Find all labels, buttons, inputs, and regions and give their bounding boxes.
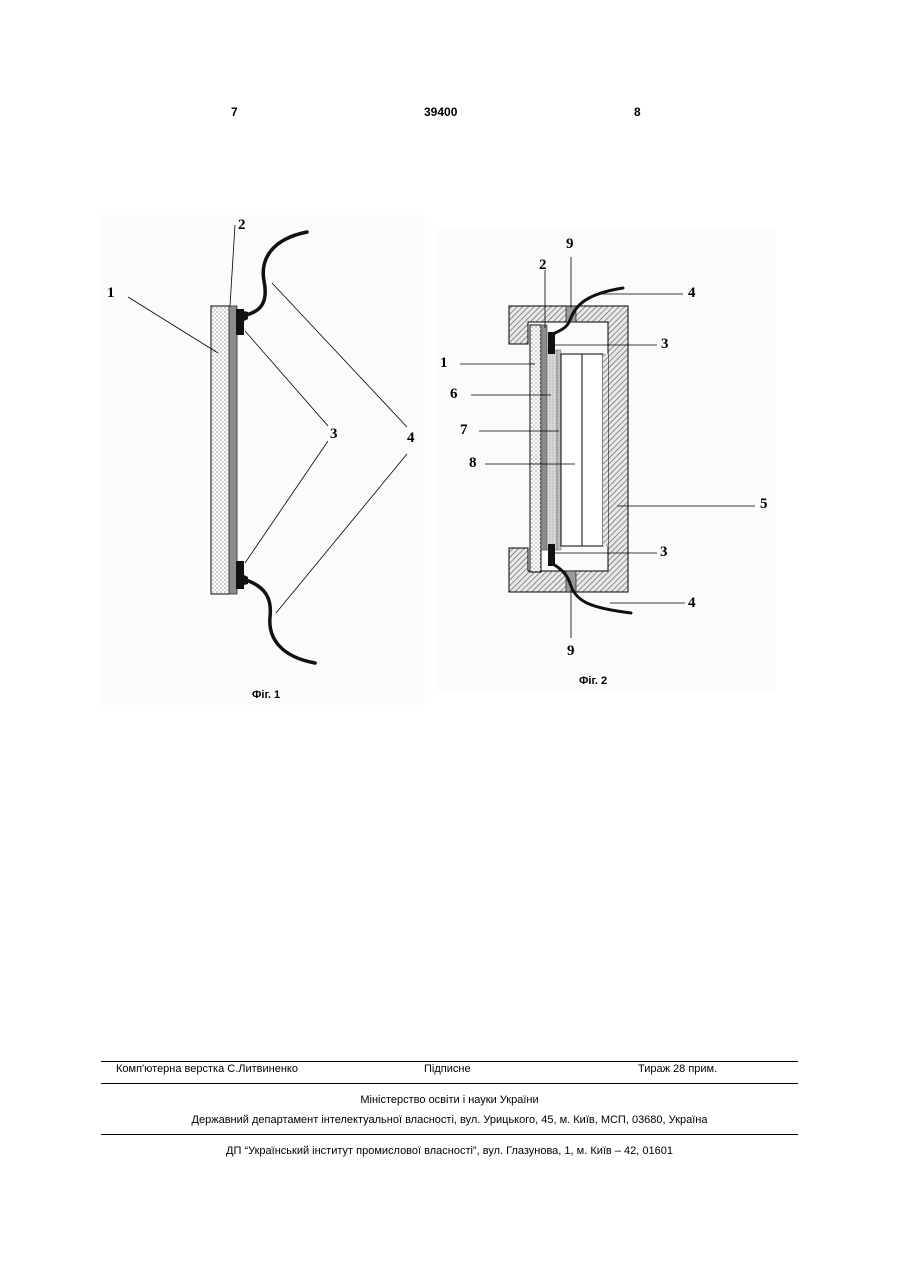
page-number-right: 8 xyxy=(634,105,641,119)
fig2-label-3-top: 3 xyxy=(661,336,669,353)
conductive-film xyxy=(541,325,547,550)
footer-rule-bottom xyxy=(101,1134,798,1135)
fig2-label-9-top: 9 xyxy=(566,236,574,253)
bottom-contact xyxy=(548,544,555,566)
fig2-label-4-bottom: 4 xyxy=(688,595,696,612)
fig2-label-3-bottom: 3 xyxy=(660,544,668,561)
figure-2-caption: Фіг. 2 xyxy=(579,675,607,687)
department-line: Державний департамент інтелектуальної вл… xyxy=(101,1114,798,1126)
footer-rule-middle xyxy=(101,1083,798,1084)
fig2-label-7: 7 xyxy=(460,422,468,439)
conductive-film xyxy=(229,306,237,594)
figure-1-caption: Фіг. 1 xyxy=(252,689,280,701)
fig2-label-6: 6 xyxy=(450,386,458,403)
fig2-label-4-top: 4 xyxy=(688,285,696,302)
institute-line: ДП “Український інститут промислової вла… xyxy=(101,1145,798,1157)
fig1-label-3: 3 xyxy=(330,426,338,443)
substrate-plate xyxy=(211,306,229,594)
top-contact xyxy=(548,332,555,354)
layer-7 xyxy=(557,350,561,550)
fig2-label-5: 5 xyxy=(760,496,768,513)
fig2-label-9-bottom: 9 xyxy=(567,643,575,660)
page-number-left: 7 xyxy=(231,105,238,119)
layer-6 xyxy=(547,350,557,550)
fig2-label-2: 2 xyxy=(539,257,547,274)
fig1-label-4: 4 xyxy=(407,430,415,447)
fig2-label-8: 8 xyxy=(469,455,477,472)
layout-credit: Комп'ютерна верстка С.Литвиненко xyxy=(116,1063,298,1075)
substrate-plate xyxy=(530,325,541,572)
footer-rule-top xyxy=(101,1061,798,1062)
fig1-label-2: 2 xyxy=(238,217,246,234)
subscription-note: Підписне xyxy=(424,1063,471,1075)
circulation-note: Тираж 28 прим. xyxy=(638,1063,717,1075)
patent-number: 39400 xyxy=(424,105,457,119)
fig2-label-1: 1 xyxy=(440,355,448,372)
fig1-label-1: 1 xyxy=(107,285,115,302)
figure-1-drawing xyxy=(100,215,425,705)
figure-2-drawing xyxy=(435,230,775,690)
ministry-line: Міністерство освіти і науки України xyxy=(101,1094,798,1106)
